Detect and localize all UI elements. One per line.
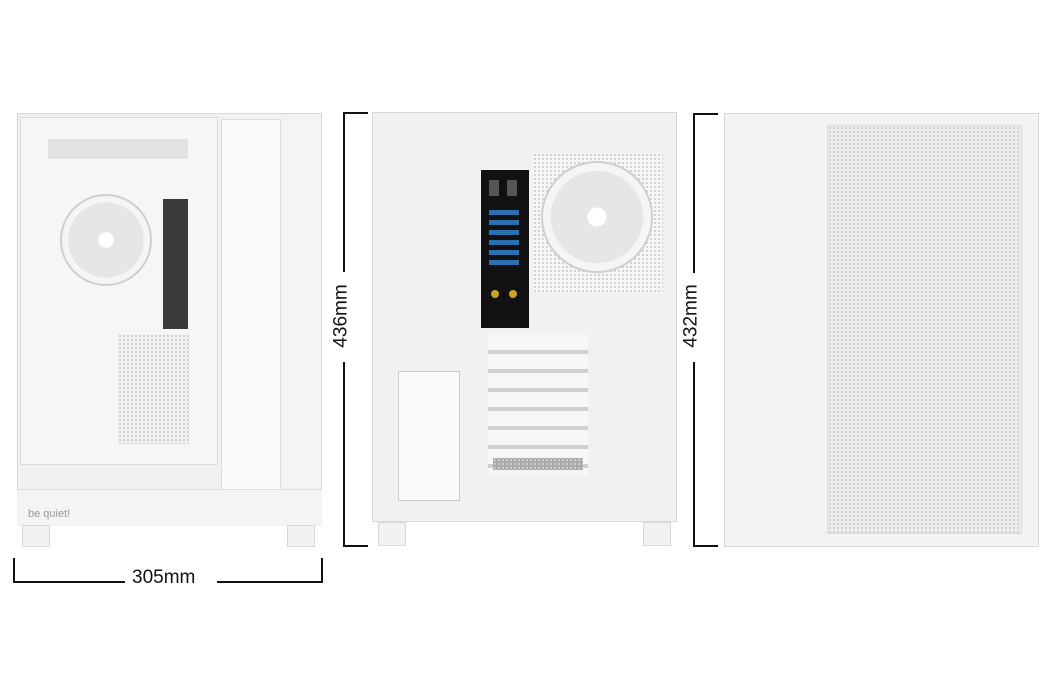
expansion-slots [488, 335, 588, 475]
back-foot-right [643, 522, 671, 546]
width-dimension-left-tick [13, 558, 15, 583]
port-icon [489, 210, 519, 270]
io-shield [481, 170, 529, 328]
side-view-case [724, 113, 1039, 547]
back-height-line-top [343, 112, 345, 272]
front-view-case: be quiet! [17, 113, 322, 526]
width-dimension-line-left [13, 581, 125, 583]
back-height-line-bottom [343, 362, 345, 547]
side-height-line-bottom [693, 362, 695, 547]
fan-icon [60, 194, 152, 286]
width-dimension-line-right [217, 581, 323, 583]
side-height-top-tick [693, 113, 718, 115]
width-dimension-right-tick [321, 558, 323, 583]
back-height-bottom-tick [343, 545, 368, 547]
audio-jack-icon [491, 290, 499, 298]
pci-slots [118, 334, 190, 444]
back-view-case [372, 112, 677, 522]
front-foot-left [22, 525, 50, 547]
interior-top [48, 139, 188, 159]
front-foot-right [287, 525, 315, 547]
slot-vent [493, 458, 583, 470]
io-column [283, 119, 321, 497]
back-height-top-tick [343, 112, 368, 114]
side-height-line-top [693, 113, 695, 273]
port-icon [489, 180, 499, 196]
psu-opening [398, 371, 460, 501]
back-foot-left [378, 522, 406, 546]
bottom-band [17, 489, 322, 526]
port-icon [507, 180, 517, 196]
side-height-bottom-tick [693, 545, 718, 547]
audio-jack-icon [509, 290, 517, 298]
brand-logo: be quiet! [28, 508, 71, 520]
back-height-label: 436mm [330, 284, 352, 348]
gpu-block [163, 199, 188, 329]
front-panel-column [221, 119, 281, 497]
side-height-label: 432mm [680, 284, 702, 348]
side-mesh-panel [827, 125, 1022, 534]
width-dimension-label: 305mm [132, 567, 196, 588]
fan-icon [541, 161, 653, 273]
